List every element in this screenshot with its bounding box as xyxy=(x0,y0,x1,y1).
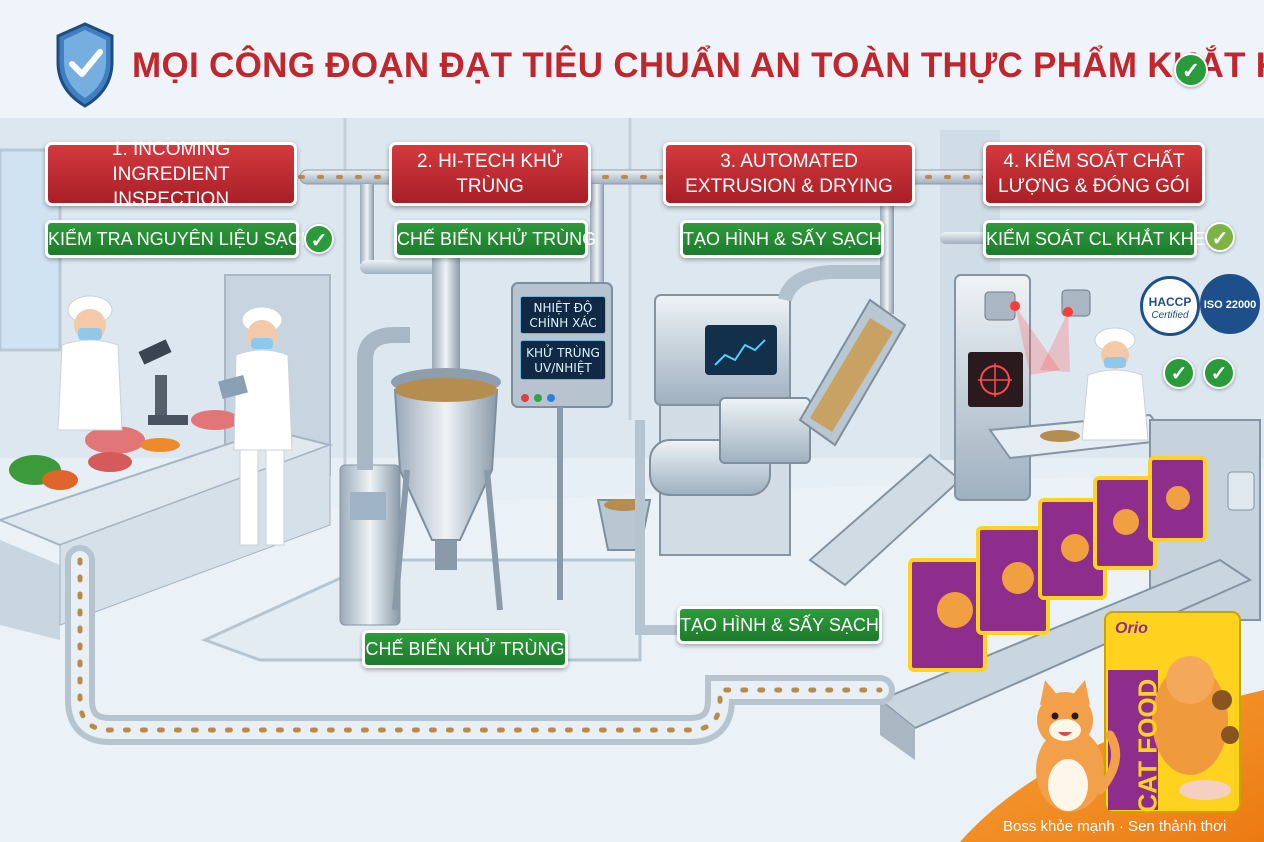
step-1-check-icon: ✓ xyxy=(304,224,334,254)
page-title: MỌI CÔNG ĐOẠN ĐẠT TIÊU CHUẨN AN TOÀN THỰ… xyxy=(132,46,1264,85)
step-4-title: 4. KIỂM SOÁT CHẤT LƯỢNG & ĐÓNG GÓI xyxy=(983,142,1205,206)
floor-tag-extrusion: TẠO HÌNH & SẤY SẠCH xyxy=(677,606,882,644)
cat-mascot-icon xyxy=(1036,680,1121,812)
haccp-badge: HACCP Certified xyxy=(1140,276,1200,336)
bag-product-name: CAT FOOD xyxy=(1132,678,1163,813)
step-3-tag: TẠO HÌNH & SẤY SẠCH xyxy=(680,220,884,258)
footer-slogan: Boss khỏe mạnh · Sen thảnh thơi xyxy=(1003,818,1227,835)
step-4-seal-check-icon: ✓ xyxy=(1205,222,1235,252)
step-1-title: 1. INCOMING INGREDIENT INSPECTION xyxy=(45,139,297,210)
title-check-circle-icon: ✓ xyxy=(1174,53,1208,87)
cat-food-bags xyxy=(908,456,1207,672)
shield-check-icon xyxy=(56,22,114,108)
iso-check-icon: ✓ xyxy=(1203,357,1235,389)
step-1-tag: KIỂM TRA NGUYÊN LIỆU SẠCH xyxy=(45,220,314,258)
bag-brand: Orio xyxy=(1115,620,1148,637)
step-4-tag: KIỂM SOÁT CL KHẮT KHE xyxy=(983,220,1206,258)
featured-cat-food-bag xyxy=(1104,611,1241,813)
iso-badge: ISO 22000 xyxy=(1200,274,1260,334)
step-2-tag: CHẾ BIẾN KHỬ TRÙNG xyxy=(394,220,596,258)
haccp-label: HACCP xyxy=(1148,295,1192,309)
step-2-title: 2. HI-TECH KHỬ TRÙNG xyxy=(389,142,591,206)
haccp-sub-label: Certified xyxy=(1151,310,1189,321)
sterilization-display: KHỬ TRÙNG UV/NHIỆT xyxy=(520,340,606,380)
temperature-display: NHIỆT ĐỘ CHÍNH XÁC xyxy=(520,296,606,334)
step-3-title: 3. AUTOMATED EXTRUSION & DRYING xyxy=(663,142,915,206)
iso-label: ISO 22000 xyxy=(1203,299,1257,311)
floor-tag-sterilization: CHẾ BIẾN KHỬ TRÙNG xyxy=(362,630,568,668)
haccp-check-icon: ✓ xyxy=(1163,357,1195,389)
